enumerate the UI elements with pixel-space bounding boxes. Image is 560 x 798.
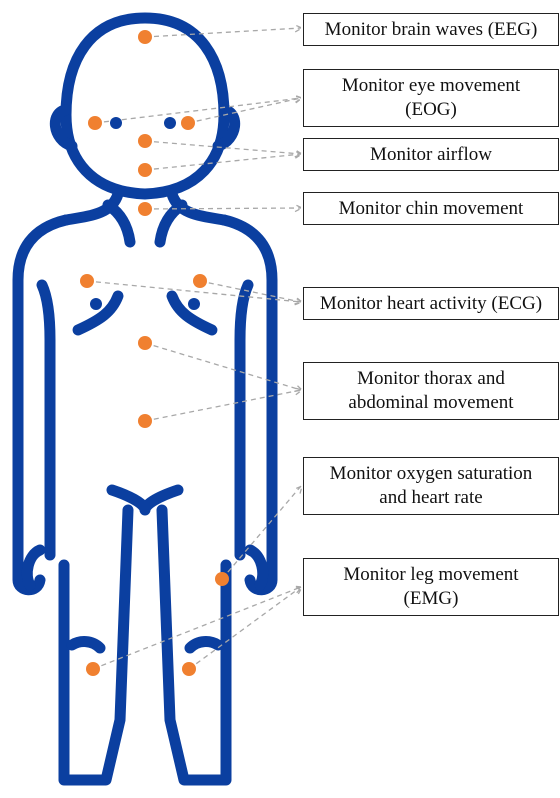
chest-dot-left (90, 298, 102, 310)
sensor-eog-right (181, 116, 195, 130)
sensor-ecg-right (193, 274, 207, 288)
sensor-chin (138, 202, 152, 216)
sensor-ecg-left (80, 274, 94, 288)
eye-dot-left (110, 117, 122, 129)
arrowhead-ecg-right (294, 297, 302, 304)
human-body-outline (18, 18, 272, 780)
sensor-abdomen (138, 414, 152, 428)
sensor-leg-right (182, 662, 196, 676)
sensor-oxygen-finger (215, 572, 229, 586)
sensor-points (80, 30, 229, 676)
sensor-thorax (138, 336, 152, 350)
eye-dot-right (164, 117, 176, 129)
connector-chin (145, 208, 301, 209)
connector-leg-right (189, 587, 301, 669)
sensor-leg-left (86, 662, 100, 676)
connector-eog-left (95, 98, 301, 123)
label-ecg: Monitor heart activity (ECG) (303, 287, 559, 320)
connector-abdomen (145, 390, 301, 421)
label-thorax: Monitor thorax and abdominal movement (303, 362, 559, 420)
label-eog: Monitor eye movement (EOG) (303, 69, 559, 127)
label-oxygen: Monitor oxygen saturation and heart rate (303, 457, 559, 515)
sensor-airflow-nose (138, 134, 152, 148)
label-chin: Monitor chin movement (303, 192, 559, 225)
connector-eog-right (188, 98, 301, 123)
label-airflow: Monitor airflow (303, 138, 559, 171)
connector-thorax (145, 343, 301, 390)
label-leg: Monitor leg movement (EMG) (303, 558, 559, 616)
sensor-eog-left (88, 116, 102, 130)
connector-eeg (145, 28, 301, 37)
chest-dot-right (188, 298, 200, 310)
sensor-airflow-mouth (138, 163, 152, 177)
label-eeg: Monitor brain waves (EEG) (303, 13, 559, 46)
sensor-eeg (138, 30, 152, 44)
connector-airflow-mouth (145, 154, 301, 170)
